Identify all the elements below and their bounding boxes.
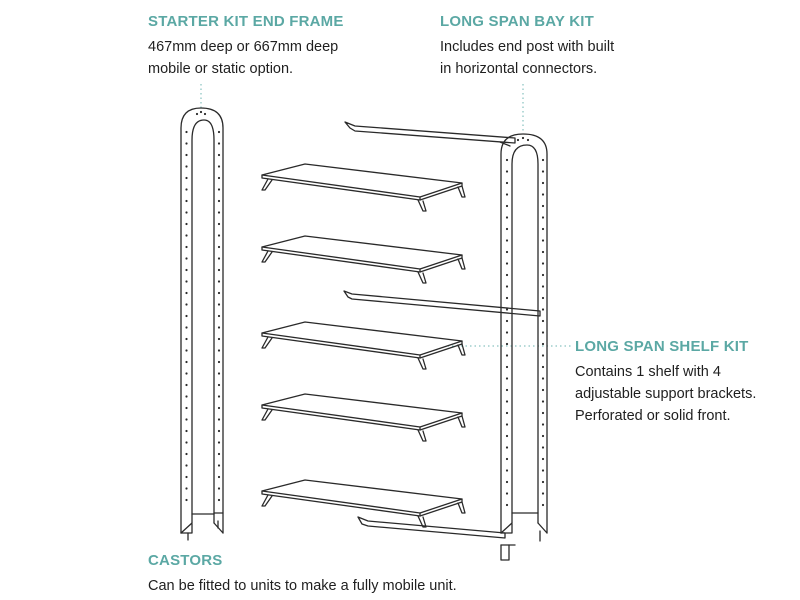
middle-connector-beam	[343, 290, 541, 317]
bay-kit-callout: LONG SPAN BAY KIT Includes end post with…	[440, 13, 614, 80]
castors-description: Can be fitted to units to make a fully m…	[148, 575, 457, 597]
bay-kit-title: LONG SPAN BAY KIT	[440, 13, 594, 30]
shelf-3	[261, 321, 466, 370]
top-connector-beam	[344, 121, 516, 147]
shelf-kit-line-1: Contains 1 shelf with 4	[575, 364, 721, 380]
shelf-1	[261, 163, 466, 212]
bay-kit-line-2: in horizontal connectors.	[440, 61, 598, 77]
bay-kit-line-1: Includes end post with built	[440, 39, 615, 55]
bay-kit-description: Includes end post with built in horizont…	[440, 36, 614, 80]
shelf-kit-line-2: adjustable support brackets.	[575, 386, 757, 402]
starter-kit-description: 467mm deep or 667mm deep mobile or stati…	[148, 36, 344, 80]
bay-end-frame	[500, 133, 548, 561]
castors-line-1: Can be fitted to units to make a fully m…	[148, 578, 457, 594]
shelf-2	[261, 235, 466, 284]
castors-callout: CASTORS Can be fitted to units to make a…	[148, 552, 457, 597]
shelf-kit-callout: LONG SPAN SHELF KIT Contains 1 shelf wit…	[575, 338, 756, 427]
starter-frame-perforations	[185, 130, 221, 502]
shelf-kit-description: Contains 1 shelf with 4 adjustable suppo…	[575, 361, 756, 427]
starter-kit-line-1: 467mm deep or 667mm deep	[148, 39, 339, 55]
shelf-5	[261, 479, 466, 528]
starter-end-frame	[180, 107, 224, 541]
shelf-stack	[261, 163, 466, 528]
starter-kit-callout: STARTER KIT END FRAME 467mm deep or 667m…	[148, 13, 344, 80]
bottom-connector-beam	[357, 516, 506, 539]
shelf-kit-title: LONG SPAN SHELF KIT	[575, 338, 749, 355]
castors-title: CASTORS	[148, 552, 223, 569]
shelf-kit-line-3: Perforated or solid front.	[575, 408, 731, 424]
starter-kit-line-2: mobile or static option.	[148, 61, 294, 77]
starter-kit-title: STARTER KIT END FRAME	[148, 13, 344, 30]
bay-frame-perforations	[505, 158, 545, 507]
shelf-4	[261, 393, 466, 442]
